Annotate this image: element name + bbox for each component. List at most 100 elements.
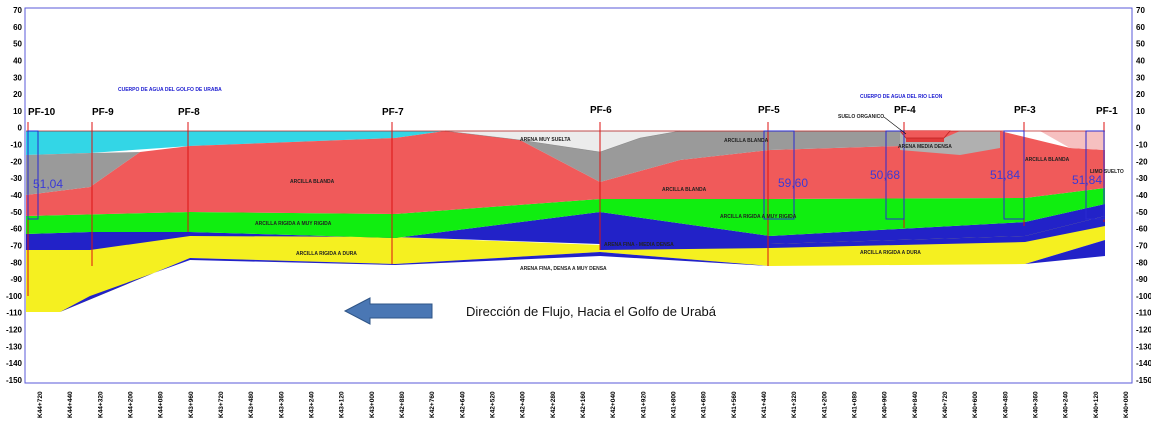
dense-fine-sand-layer [26,204,1105,250]
left-axis-tick: -130 [6,342,23,351]
right-axis-tick: -150 [1136,376,1151,385]
layer-label-arcilla-dura-1: ARCILLA RIGIDA A DURA [296,251,357,257]
station-label: K41+440 [761,391,768,418]
station-label: K40+840 [912,391,919,418]
borehole-box [885,130,905,220]
layer-label-arcilla-blanda-2: ARCILLA BLANDA [724,138,769,144]
station-label: K40+240 [1063,391,1070,418]
station-label: K42+520 [490,391,497,418]
station-label: K42+760 [429,391,436,418]
organic-soil [906,138,944,142]
left-axis-tick: -100 [6,292,23,301]
station-label: K44+320 [97,391,104,418]
flow-direction-arrow [343,297,433,325]
right-axis-tick: -90 [1136,275,1148,284]
left-axis-tick: 0 [18,124,23,133]
well-label-pf9: PF-9 [92,107,114,118]
well-label-pf1: PF-1 [1096,106,1118,117]
station-label: K44+720 [37,391,44,418]
layer-label-arcilla-blanda-4: ARCILLA BLANDA [1025,157,1070,163]
layer-label-arena-fina-densa: ARENA FINA, DENSA A MUY DENSA [520,266,607,272]
river-loose-sand [900,131,1000,155]
left-axis-tick: 30 [13,73,22,82]
depth-pf10: 51,04 [33,177,63,191]
right-axis-tick: -140 [1136,359,1151,368]
right-axis-tick: 20 [1136,90,1145,99]
river-water-label: CUERPO DE AGUA DEL RIO LEON [860,94,943,100]
right-axis-tick: 60 [1136,23,1145,32]
borehole-box [27,130,39,220]
right-axis-tick: -130 [1136,342,1151,351]
station-label: K42+640 [459,391,466,418]
layer-label-limo-suelto: LIMO SUELTO [1090,169,1124,175]
station-label: K43+720 [218,391,225,418]
right-elevation-axis: 706050403020100-10-20-30-40-50-60-70-80-… [1136,6,1151,385]
left-axis-tick: 60 [13,23,22,32]
borehole-box [1085,130,1105,220]
left-axis-tick: -70 [10,241,22,250]
station-label: K43+480 [248,391,255,418]
layer-label-arena-suelta: ARENA MUY SUELTA [520,137,571,143]
well-label-pf4: PF-4 [894,105,916,116]
station-label: K40+480 [1002,391,1009,418]
deep-dense-sand-wedge [60,240,1105,312]
left-axis-tick: 50 [13,40,22,49]
gulf-water-body [26,131,445,155]
depth-pf4: 50,68 [870,168,900,182]
left-axis-tick: -120 [6,326,23,335]
station-label: K42+280 [550,391,557,418]
station-label: K41+320 [791,391,798,418]
station-label: K40+720 [942,391,949,418]
borehole-box [763,130,795,220]
depth-pf3: 51,84 [990,168,1020,182]
right-axis-tick: -30 [1136,174,1148,183]
well-label-pf6: PF-6 [590,105,612,116]
well-label-pf3: PF-3 [1014,105,1036,116]
borehole-group [27,122,1105,296]
station-label: K43+240 [309,391,316,418]
station-label: K40+960 [882,391,889,418]
station-label: K43+960 [188,391,195,418]
right-axis-tick: -80 [1136,258,1148,267]
station-label: K42+160 [580,391,587,418]
left-axis-tick: -90 [10,275,22,284]
depth-pf1: 51,84 [1072,173,1102,187]
well-label-pf10: PF-10 [28,107,56,118]
right-axis-tick: 70 [1136,6,1145,15]
right-axis-tick: -20 [1136,157,1148,166]
layer-label-arcilla-blanda-1: ARCILLA BLANDA [290,179,335,185]
layer-label-arena-media-densa: ARENA MEDIA DENSA [898,144,952,150]
soft-clay-layer [26,131,1105,216]
station-label: K44+080 [158,391,165,418]
left-axis-tick: -60 [10,225,22,234]
layer-label-arena-fina-media: ARENA FINA - MEDIA DENSA [604,242,674,248]
hard-clay-layer [26,216,1105,312]
station-label: K41+200 [821,391,828,418]
station-label: K41+560 [731,391,738,418]
layer-label-arcilla-dura-2: ARCILLA RIGIDA A DURA [860,250,921,256]
station-label: K40+600 [972,391,979,418]
right-axis-tick: -60 [1136,225,1148,234]
lower-dense-sand-band [600,216,1105,250]
right-axis-tick: 50 [1136,40,1145,49]
left-axis-tick: -150 [6,376,23,385]
station-label: K40+120 [1093,391,1100,418]
station-label: K41+920 [640,391,647,418]
suelo-organico-leader [883,116,907,135]
right-axis-tick: -70 [1136,241,1148,250]
left-axis-tick: -30 [10,174,22,183]
right-loose-silt [1040,131,1105,150]
left-axis-tick: -80 [10,258,22,267]
station-label: K44+200 [128,391,135,418]
gulf-water-label: CUERPO DE AGUA DEL GOLFO DE URABA [118,87,222,93]
rigid-clay-layer [26,188,1105,238]
station-label: K43+120 [339,391,346,418]
left-axis-tick: 70 [13,6,22,15]
station-label: K41+080 [852,391,859,418]
station-label: K40+360 [1033,391,1040,418]
station-label: K43+000 [369,391,376,418]
depth-pf5: 59,60 [778,176,808,190]
left-axis-tick: -10 [10,141,22,150]
